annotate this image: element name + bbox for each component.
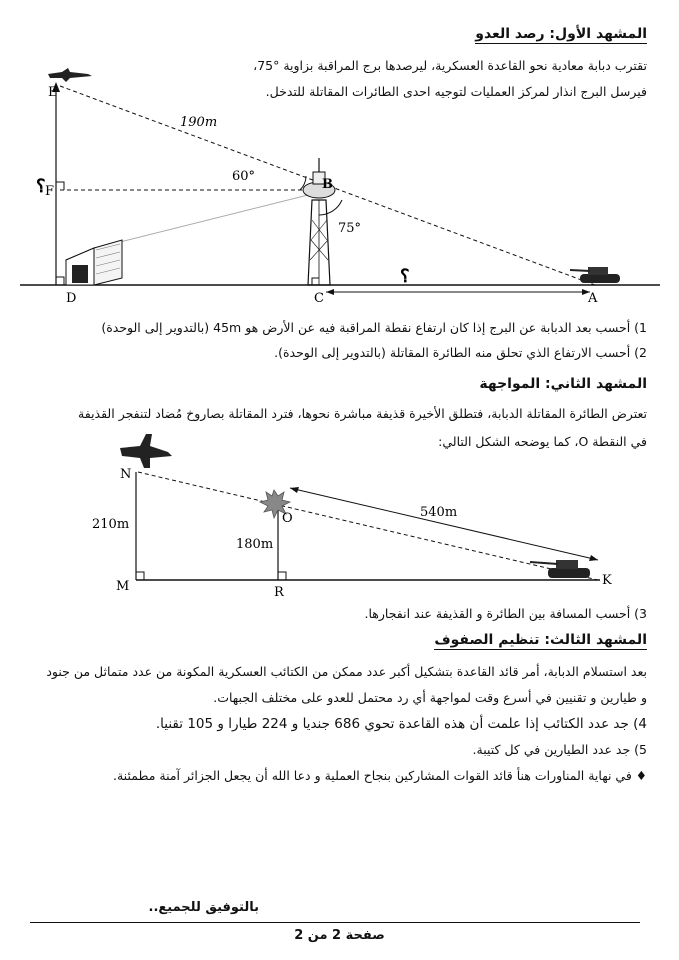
label-R: R bbox=[274, 585, 285, 600]
label-D: D bbox=[66, 291, 76, 306]
footer-wish: بالتوفيق للجميع.. bbox=[148, 900, 260, 915]
label-C: C bbox=[314, 291, 324, 306]
tank-icon bbox=[569, 267, 620, 283]
scene1-line1: تقترب دبابة معادية نحو القاعدة العسكرية،… bbox=[253, 58, 647, 73]
scene1-line2: فيرسل البرج انذار لمركز العمليات لتوجيه … bbox=[265, 84, 647, 99]
label-K: K bbox=[602, 573, 612, 588]
dist-NK: 540m bbox=[420, 505, 457, 520]
fighter-jet-icon-2 bbox=[120, 434, 172, 468]
question-2: 2) أحسب الارتفاع الذي تحلق منه الطائرة ا… bbox=[274, 345, 647, 360]
label-E: E bbox=[48, 85, 58, 100]
label-B: B bbox=[322, 177, 333, 192]
scene2-title: المشهد الثاني: المواجهة bbox=[479, 376, 647, 392]
label-N: N bbox=[120, 467, 131, 482]
height-NM: 210m bbox=[92, 517, 129, 532]
label-O: O bbox=[282, 511, 293, 526]
scene3-title: المشهد الثالث: تنظيم الصفوف bbox=[434, 632, 647, 650]
unknown-height: ؟ bbox=[36, 176, 46, 197]
label-M: M bbox=[116, 579, 129, 594]
dist-EB: 190m bbox=[180, 115, 217, 130]
question-5: 5) جد عدد الطيارين في كل كتيبة. bbox=[472, 742, 647, 757]
footer-divider bbox=[30, 922, 640, 923]
tower-icon bbox=[302, 158, 336, 286]
scene1-title: المشهد الأول: رصد العدو bbox=[475, 26, 647, 44]
closing-note: ♦ في نهاية المناورات هنأ قائد القوات الم… bbox=[113, 768, 647, 783]
angle-60: 60° bbox=[232, 169, 255, 184]
unknown-dist: ؟ bbox=[400, 266, 410, 287]
figure-2: N O M R K 540m 210m 180m bbox=[92, 434, 612, 600]
question-1: 1) أحسب بعد الدبابة عن البرج إذا كان ارت… bbox=[101, 320, 647, 335]
question-4: 4) جد عدد الكتائب إذا علمت أن هذه القاعد… bbox=[155, 716, 647, 732]
scene2-line2: في النقطة O، كما يوضحه الشكل التالي: bbox=[438, 434, 647, 449]
explosion-icon bbox=[258, 489, 292, 520]
label-A: A bbox=[587, 291, 598, 306]
question-3: 3) أحسب المسافة بين الطائرة و القذيفة عن… bbox=[364, 606, 647, 621]
figure-1: E F B D C A 190m 60° 75° ؟ ؟ bbox=[20, 68, 660, 306]
fighter-jet-icon bbox=[48, 68, 92, 82]
scene3-line1: بعد استسلام الدبابة، أمر قائد القاعدة بت… bbox=[46, 664, 647, 679]
tank-icon-2 bbox=[529, 560, 590, 578]
angle-75: 75° bbox=[338, 221, 361, 236]
base-building-icon bbox=[65, 239, 123, 286]
label-F: F bbox=[45, 184, 54, 199]
height-OR: 180m bbox=[236, 537, 273, 552]
scene2-line1: تعترض الطائرة المقاتلة الدبابة، فتطلق ال… bbox=[78, 406, 647, 421]
scene3-line2: و طيارين و تقنيين في أسرع وقت لمواجهة أي… bbox=[213, 690, 647, 705]
page-number: صفحة 2 من 2 bbox=[294, 928, 385, 943]
